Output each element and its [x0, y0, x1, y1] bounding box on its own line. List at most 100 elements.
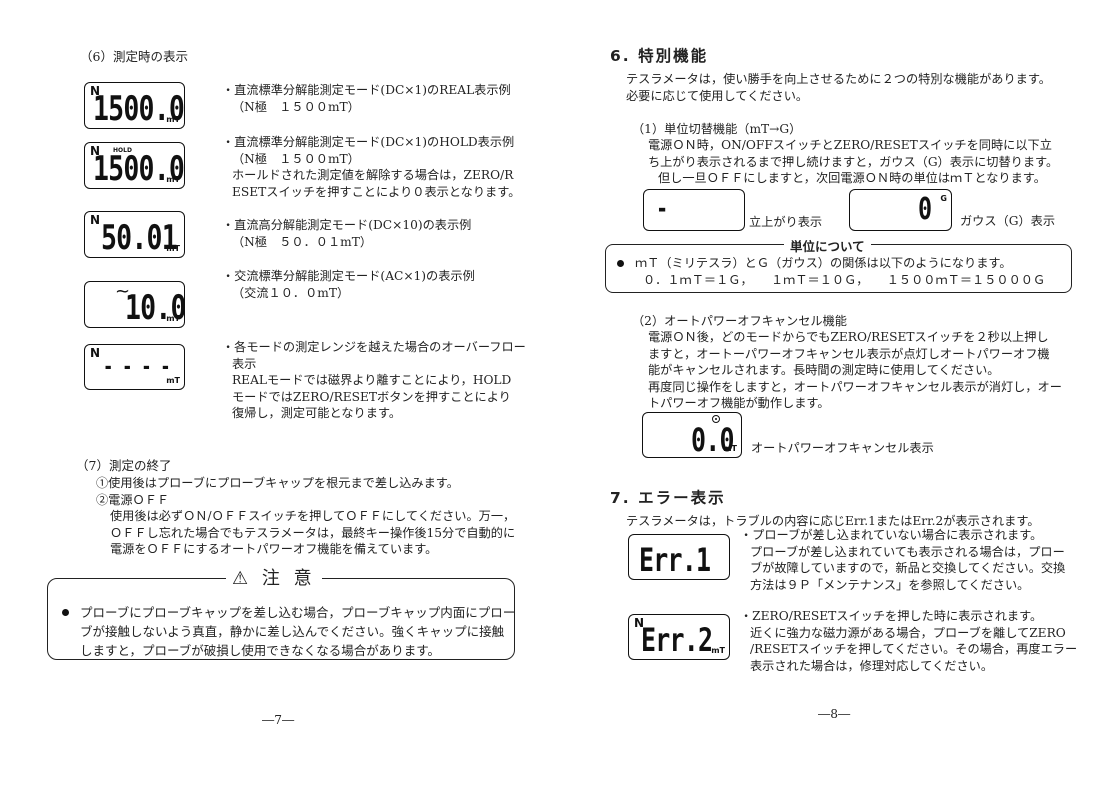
section-7-body: ①使用後はプローブにプローブキャップを根元まで差し込みます。 ②電源ＯＦＦ 使用…: [96, 475, 515, 558]
description-line: モードではZERO/RESETボタンを押すことにより: [232, 389, 511, 404]
function-2-title: （2）オートパワーオフキャンセル機能: [632, 314, 847, 328]
polarity-indicator: N: [90, 213, 101, 227]
description-line: 復帰し，測定可能となります。: [232, 406, 402, 420]
lcd-error-2: N Err.2 mT: [628, 614, 730, 660]
lcd-value: -: [656, 194, 668, 224]
lcd-gauss-display: 0 G: [849, 189, 952, 231]
description-line: （N極 １５００mT）: [232, 151, 360, 166]
body-line: ②電源ＯＦＦ: [96, 492, 170, 507]
body-line: トパワーオフ機能が動作します。: [648, 396, 830, 410]
intro-line: テスラメータは，使い勝手を向上させるために２つの特別な機能があります。: [626, 72, 1051, 86]
ac-tilde-indicator: ~: [115, 281, 131, 302]
description-line: ・ZERO/RESETスイッチを押した時に表示されます。: [740, 609, 1043, 623]
polarity-indicator: N: [634, 616, 645, 630]
lcd-value: Err.1: [639, 541, 711, 579]
body-line: 使用後は必ずＯＮ/ＯＦＦスイッチを押してＯＦＦにしてください。万一，: [110, 509, 516, 523]
polarity-indicator: N: [90, 346, 101, 360]
lcd-display-high-resolution: N 50.01 mT: [84, 211, 185, 258]
polarity-indicator: N: [90, 84, 101, 98]
caution-body: プローブにプローブキャップを差し込む場合，プローブキャップ内面にプロー ブが接触…: [62, 603, 515, 660]
section-7-measurement-end: （7）測定の終了: [76, 458, 172, 473]
section-7-intro: テスラメータは，トラブルの内容に応じErr.1またはErr.2が表示されます。: [626, 514, 1040, 528]
body-line: 電源ＯＮ時，ON/OFFスイッチとZERO/RESETスイッチを同時に以下立: [648, 138, 1052, 152]
unit-label: mT: [723, 444, 737, 453]
item-description-high-resolution: ・直流高分解能測定モード(DC×10)の表示例 （N極 ５０．０１mT）: [222, 217, 471, 250]
description-line: ・プローブが差し込まれていない場合に表示されます。: [740, 528, 1043, 542]
startup-caption: 立上がり表示: [749, 215, 823, 229]
description-line: ・各モードの測定レンジを越えた場合のオーバーフロー: [222, 340, 526, 354]
intro-line: 必要に応じて使用してください。: [626, 88, 809, 103]
description-line: 方法は９Ｐ「メンテナンス」を参照してください。: [750, 577, 1030, 592]
description-line: 表示された場合は，修理対応してください。: [750, 658, 994, 673]
bullet-icon: [62, 609, 69, 616]
lcd-value: 1500.0: [93, 89, 185, 129]
lcd-value: 50.01: [101, 218, 178, 258]
body-line: ますと，オートーパワーオフキャンセル表示が点灯しオートパワーオフ機: [648, 346, 1050, 361]
description-line: /RESETスイッチを押してください。その場合，再度エラー: [750, 642, 1078, 656]
description-line: （交流１０．０mT）: [232, 285, 350, 300]
body-line: ①使用後はプローブにプローブキャップを根元まで差し込みます。: [96, 476, 459, 490]
lcd-display-hold: N HOLD 1500.0 mT: [84, 142, 185, 189]
unit-label: mT: [166, 115, 180, 124]
unit-label: mT: [711, 646, 725, 655]
function-1-body: 電源ＯＮ時，ON/OFFスイッチとZERO/RESETスイッチを同時に以下立 ち…: [648, 137, 1058, 187]
lcd-display-ac: ~ 10.0 mT: [84, 281, 187, 328]
lcd-value: 10.0: [125, 288, 187, 328]
page-number-left: ―7―: [262, 713, 295, 727]
units-line: ｍＴ（ミリテスラ）とＧ（ガウス）の関係は以下のようになります。: [635, 256, 1012, 270]
lcd-display-real: N 1500.0 mT: [84, 82, 185, 129]
auto-power-off-cancel-icon: [712, 415, 720, 423]
hold-indicator: HOLD: [113, 147, 132, 154]
description-line: ホールドされた測定値を解除する場合は，ZERO/R: [232, 168, 514, 182]
description-line: （N極 １５００mT）: [232, 99, 360, 114]
section-6-title: 6. 特別機能: [610, 47, 709, 65]
body-line: 再度同じ操作をしますと，オートパワーオフキャンセル表示が消灯し，オー: [648, 379, 1062, 394]
body-line: 電源ＯＮ後，どのモードからでもZERO/RESETスイッチを２秒以上押し: [648, 330, 1049, 344]
description-line: ブが故障していますので，新品と交換してください。交換: [750, 561, 1066, 575]
error-2-description: ・ZERO/RESETスイッチを押した時に表示されます。 近くに強力な磁力源があ…: [740, 608, 1077, 674]
error-1-description: ・プローブが差し込まれていない場合に表示されます。 プローブが差し込まれていても…: [740, 527, 1065, 593]
lcd-auto-power-off-cancel: 0.0 mT: [642, 412, 742, 459]
description-line: 近くに強力な磁力源がある場合，プローブを離してZERO: [750, 625, 1066, 640]
section-6-measurement-display: （6）測定時の表示: [80, 49, 188, 64]
unit-label: G: [940, 194, 947, 203]
description-line: （N極 ５０．０１mT）: [232, 234, 373, 249]
description-line: 表示: [232, 356, 257, 371]
lcd-error-1: Err.1: [628, 534, 730, 580]
bullet-icon: [617, 260, 624, 267]
caution-line: ブが接触しないよう真直，静かに差し込んでください。強くキャップに接触: [80, 624, 505, 639]
lcd-value: Err.2: [641, 621, 713, 659]
caution-line: プローブにプローブキャップを差し込む場合，プローブキャップ内面にプロー: [80, 605, 516, 620]
body-line: ち上がり表示されるまで押し続けますと，ガウス（G）表示に切替ります。: [648, 154, 1059, 169]
function-2-body: 電源ＯＮ後，どのモードからでもZERO/RESETスイッチを２秒以上押し ますと…: [648, 329, 1062, 412]
body-line: 電源をＯＦＦにするオートパワーオフ機能を備えています。: [110, 542, 438, 556]
unit-label: mT: [166, 314, 180, 323]
description-line: ・直流標準分解能測定モード(DC×1)のREAL表示例: [222, 83, 511, 97]
unit-label: mT: [166, 376, 180, 385]
lcd-value: 0.0: [691, 421, 735, 459]
lcd-display-overflow: N - - - - mT: [84, 344, 185, 390]
description-line: ・交流標準分解能測定モード(AC×1)の表示例: [222, 269, 475, 283]
description-line: ESETスイッチを押すことにより０表示となります。: [232, 184, 521, 199]
description-line: REALモードでは磁界より離すことにより，HOLD: [232, 373, 512, 387]
item-description-real: ・直流標準分解能測定モード(DC×1)のREAL表示例 （N極 １５００mT）: [222, 82, 511, 115]
item-description-overflow: ・各モードの測定レンジを越えた場合のオーバーフロー 表示 REALモードでは磁界…: [222, 339, 526, 422]
lcd-startup-display: -: [643, 189, 745, 231]
unit-label: mT: [166, 175, 180, 184]
description-line: ・直流標準分解能測定モード(DC×1)のHOLD表示例: [222, 135, 515, 149]
caution-line: しますと，プローブが破損し使用できなくなる場合があります。: [80, 643, 441, 658]
page-number-right: ―8―: [818, 707, 851, 721]
body-line: 能がキャンセルされます。長時間の測定時に使用してください。: [648, 363, 1000, 377]
unit-label: mT: [166, 244, 180, 253]
lcd-value: - - - -: [103, 355, 171, 380]
description-line: プローブが差し込まれていても表示される場合は，プロー: [750, 544, 1065, 559]
caution-title: ⚠ 注 意: [226, 564, 322, 590]
cancel-caption: オートパワーオフキャンセル表示: [751, 441, 934, 455]
item-description-hold: ・直流標準分解能測定モード(DC×1)のHOLD表示例 （N極 １５００mT） …: [222, 134, 520, 200]
units-line: ０．１ｍＴ＝１Ｇ， １ｍＴ＝１０Ｇ， １５００ｍＴ＝１５０００Ｇ: [643, 272, 1046, 287]
units-box-body: ｍＴ（ミリテスラ）とＧ（ガウス）の関係は以下のようになります。 ０．１ｍＴ＝１Ｇ…: [617, 255, 1045, 288]
gauss-caption: ガウス（G）表示: [960, 214, 1056, 228]
section-7-error-title: 7. エラー表示: [610, 489, 726, 507]
function-1-title: （1）単位切替機能（mT→G）: [632, 122, 802, 136]
body-line: 但し一旦ＯＦＦにしますと，次回電源ＯＮ時の単位はｍＴとなります。: [658, 171, 1046, 185]
